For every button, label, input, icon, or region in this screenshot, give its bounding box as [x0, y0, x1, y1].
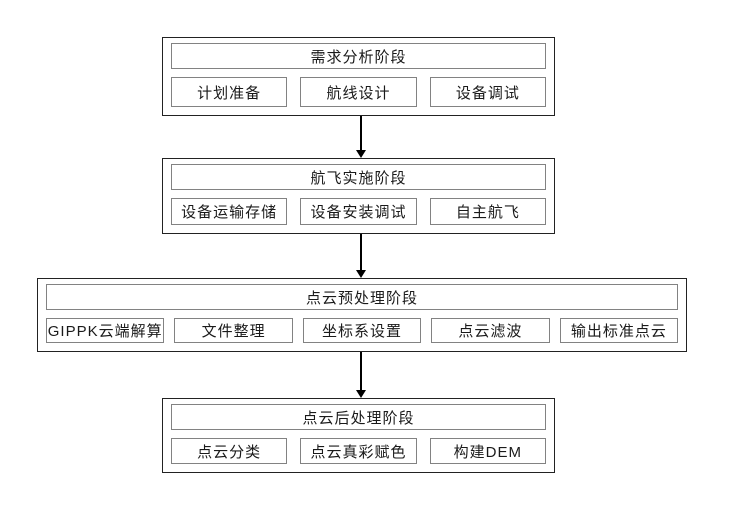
process-box: 文件整理 — [174, 318, 293, 343]
stage-title: 航飞实施阶段 — [171, 164, 546, 190]
process-box: 自主航飞 — [429, 198, 546, 225]
process-box: 点云分类 — [171, 438, 288, 464]
stage-requirements-analysis: 需求分析阶段 计划准备 航线设计 设备调试 — [162, 37, 555, 116]
stage-title: 需求分析阶段 — [171, 43, 546, 69]
flow-arrow-down — [354, 352, 368, 398]
arrow-head-icon — [356, 270, 366, 278]
stage-pointcloud-postprocessing: 点云后处理阶段 点云分类 点云真彩赋色 构建DEM — [162, 398, 555, 473]
flow-arrow-down — [354, 234, 368, 278]
stage-items-row: 计划准备 航线设计 设备调试 — [171, 77, 546, 107]
process-box: 点云真彩赋色 — [300, 438, 417, 464]
stage-items-row: 点云分类 点云真彩赋色 构建DEM — [171, 438, 546, 464]
process-box: 航线设计 — [300, 77, 417, 107]
process-box: 设备安装调试 — [300, 198, 417, 225]
process-box: 设备运输存储 — [171, 198, 288, 225]
process-box: 设备调试 — [429, 77, 546, 107]
stage-items-row: GIPPK云端解算 文件整理 坐标系设置 点云滤波 输出标准点云 — [46, 318, 679, 343]
process-box: 坐标系设置 — [302, 318, 422, 343]
arrow-head-icon — [356, 390, 366, 398]
process-box: 计划准备 — [171, 77, 288, 107]
stage-pointcloud-preprocessing: 点云预处理阶段 GIPPK云端解算 文件整理 坐标系设置 点云滤波 输出标准点云 — [37, 278, 687, 352]
process-box: GIPPK云端解算 — [46, 318, 165, 343]
process-box: 点云滤波 — [431, 318, 550, 343]
process-box: 构建DEM — [429, 438, 546, 464]
process-box: 输出标准点云 — [559, 318, 679, 343]
flow-arrow-down — [354, 116, 368, 158]
stage-items-row: 设备运输存储 设备安装调试 自主航飞 — [171, 198, 546, 225]
stage-flight-implementation: 航飞实施阶段 设备运输存储 设备安装调试 自主航飞 — [162, 158, 555, 234]
arrow-head-icon — [356, 150, 366, 158]
arrow-line — [360, 234, 362, 270]
stage-title: 点云预处理阶段 — [46, 284, 678, 310]
arrow-line — [360, 116, 362, 150]
arrow-line — [360, 352, 362, 390]
stage-title: 点云后处理阶段 — [171, 404, 546, 430]
